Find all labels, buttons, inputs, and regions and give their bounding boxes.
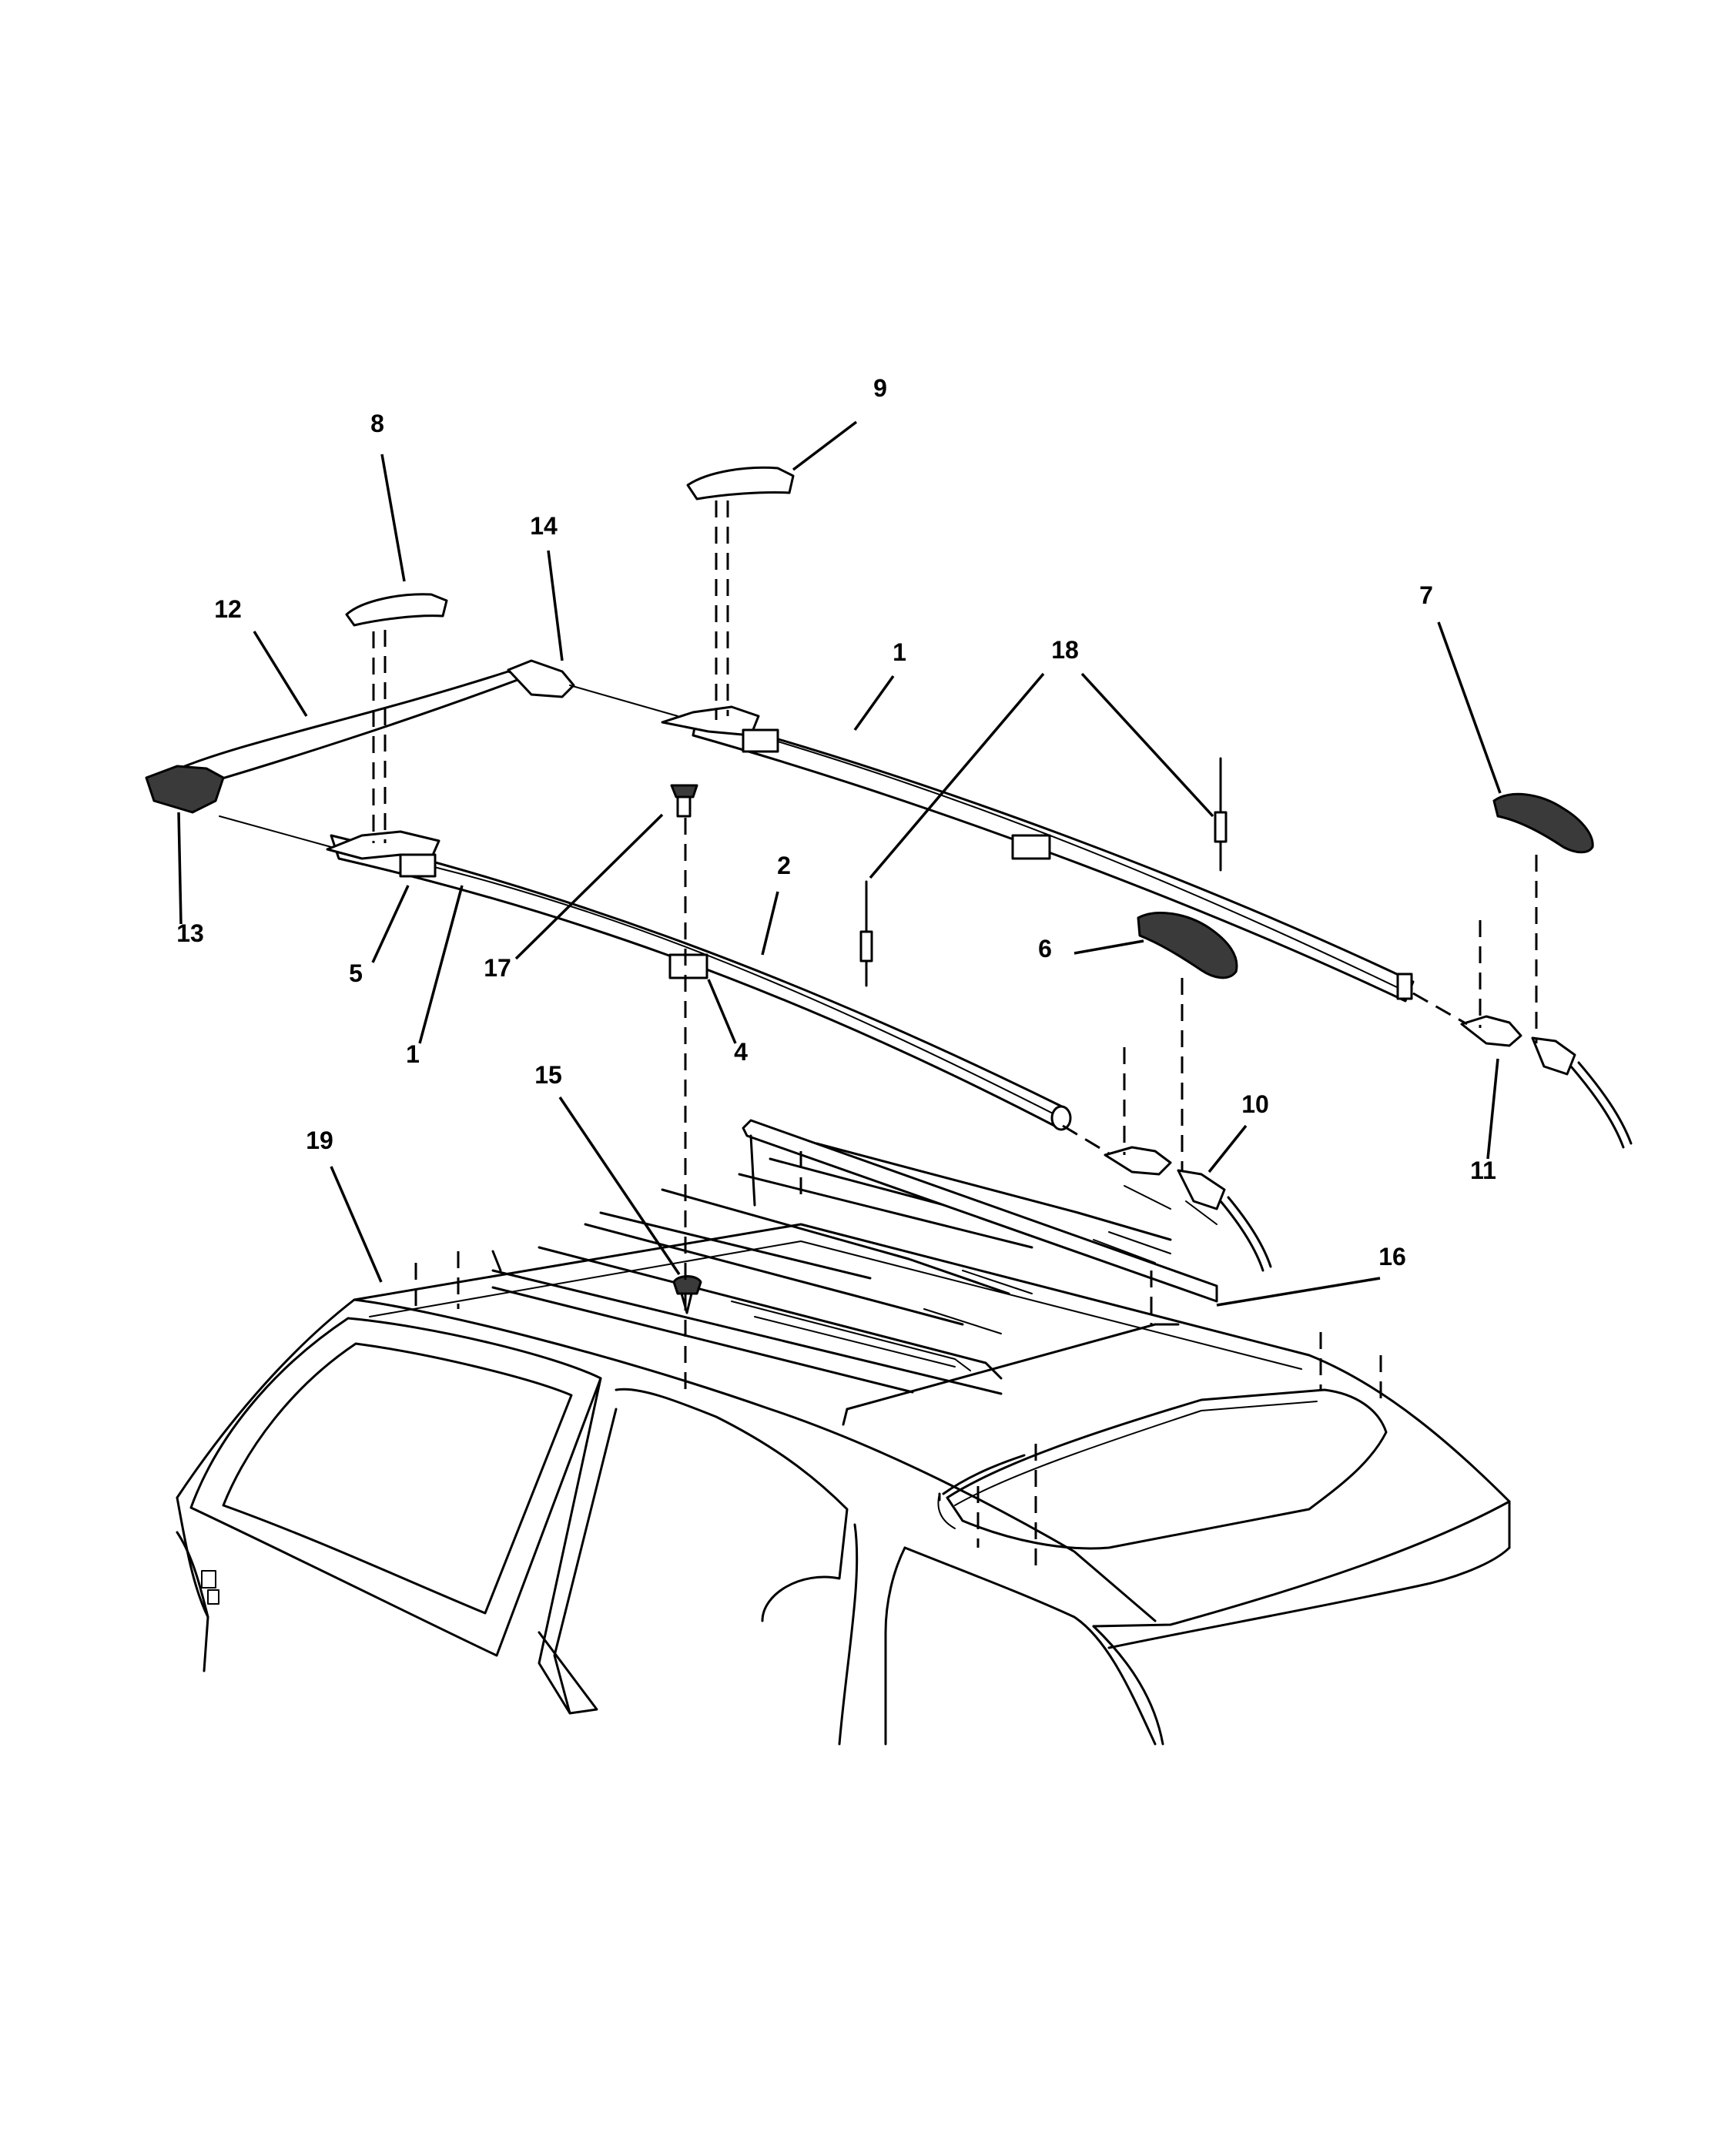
- vehicle-body: [176, 1142, 1511, 1746]
- callout-label-c9: 9: [873, 374, 887, 402]
- callout-label-c12: 12: [214, 595, 242, 623]
- callout-label-c11: 11: [1470, 1157, 1496, 1184]
- front-foot-10: [1104, 1146, 1272, 1272]
- assembly-dashed-lines: [372, 500, 1538, 1282]
- rear-crossbar: [145, 659, 575, 814]
- callout-label-c10: 10: [1241, 1090, 1269, 1118]
- end-cap-6: [1137, 912, 1238, 979]
- callout-label-c17: 17: [484, 954, 511, 982]
- callout-label-c1b: 1: [406, 1040, 420, 1068]
- leader-lines: [177, 420, 1502, 1307]
- stud-18: [859, 757, 1228, 987]
- callout-label-c15: 15: [534, 1061, 562, 1089]
- callout-label-c19: 19: [306, 1127, 333, 1154]
- callout-label-c4: 4: [734, 1038, 748, 1066]
- callout-label-c7: 7: [1419, 581, 1433, 609]
- front-foot-11: [1460, 1015, 1633, 1149]
- side-rail-right: [219, 685, 1415, 1003]
- callout-label-c1a: 1: [893, 638, 906, 666]
- callout-label-c16: 16: [1378, 1243, 1406, 1270]
- end-cap-9: [686, 466, 795, 500]
- callout-label-c6: 6: [1038, 935, 1052, 962]
- callout-label-c5: 5: [349, 959, 363, 987]
- callout-label-c14: 14: [530, 512, 558, 540]
- end-cap-7: [1492, 792, 1594, 854]
- end-cap-8: [345, 593, 448, 627]
- callout-label-c2: 2: [777, 852, 791, 879]
- nut-15: [672, 1275, 702, 1314]
- side-rail-left: [326, 830, 1072, 1131]
- side-rail-base-plate: [742, 1119, 1218, 1324]
- callout-label-c8: 8: [370, 410, 384, 437]
- screw-17: [670, 784, 698, 818]
- callout-label-c13: 13: [176, 919, 204, 947]
- callout-label-c18: 18: [1051, 636, 1079, 664]
